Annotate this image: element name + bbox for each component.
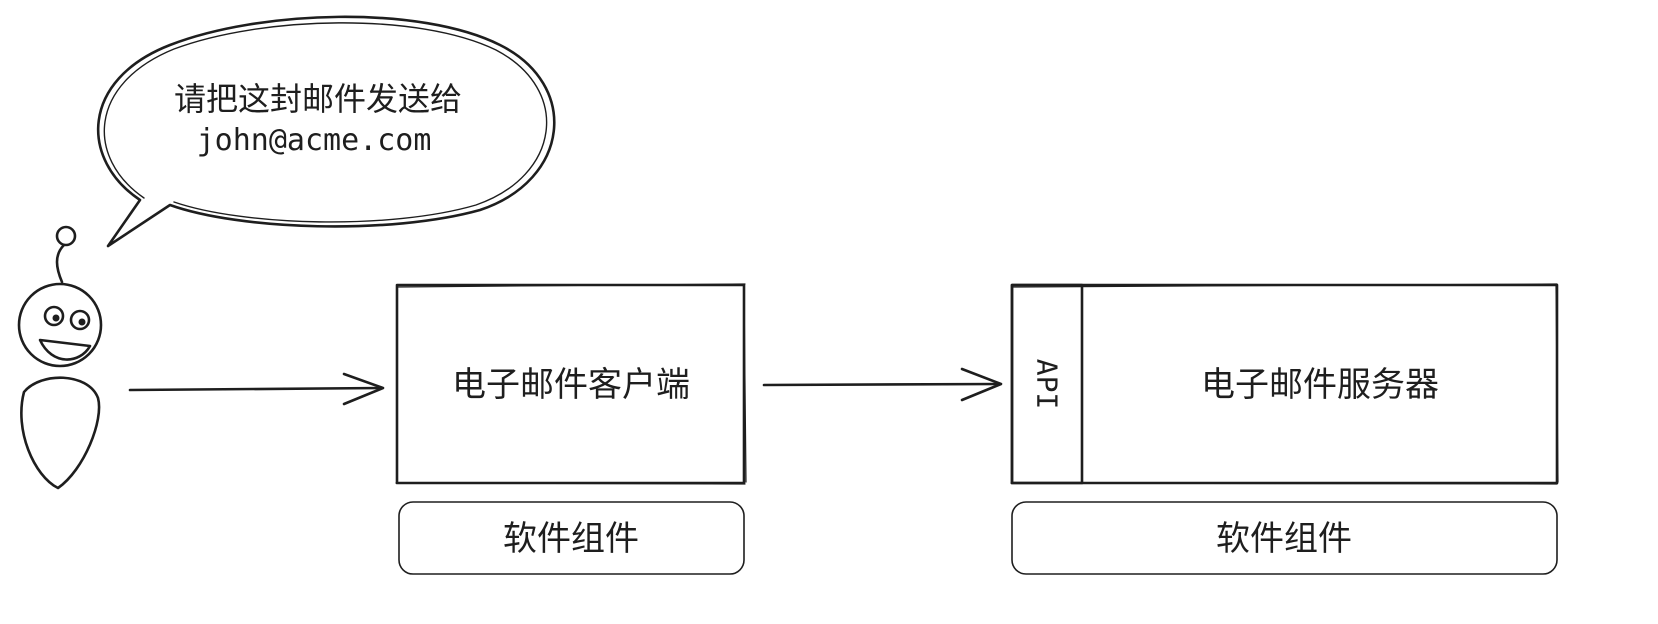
email-server-box: API 电子邮件服务器 bbox=[1010, 283, 1559, 485]
arrow-user-to-client bbox=[128, 372, 385, 406]
client-tag-label: 软件组件 bbox=[503, 519, 639, 559]
email-server-label: 电子邮件服务器 bbox=[1201, 365, 1439, 405]
arrow-client-to-server bbox=[762, 367, 1003, 402]
api-label: API bbox=[1031, 359, 1064, 410]
server-component-tag: 软件组件 bbox=[1011, 501, 1558, 575]
speech-bubble: 请把这封邮件发送给 john@acme.com bbox=[96, 15, 556, 248]
email-client-label: 电子邮件客户端 bbox=[452, 365, 690, 405]
server-tag-label: 软件组件 bbox=[1216, 519, 1352, 559]
robot-person-icon bbox=[17, 225, 103, 490]
api-section: API bbox=[1010, 283, 1084, 485]
client-component-tag: 软件组件 bbox=[398, 501, 745, 575]
speech-text-line2: john@acme.com bbox=[197, 123, 432, 158]
email-client-box: 电子邮件客户端 bbox=[395, 283, 747, 485]
speech-text-line1: 请把这封邮件发送给 bbox=[174, 80, 462, 118]
